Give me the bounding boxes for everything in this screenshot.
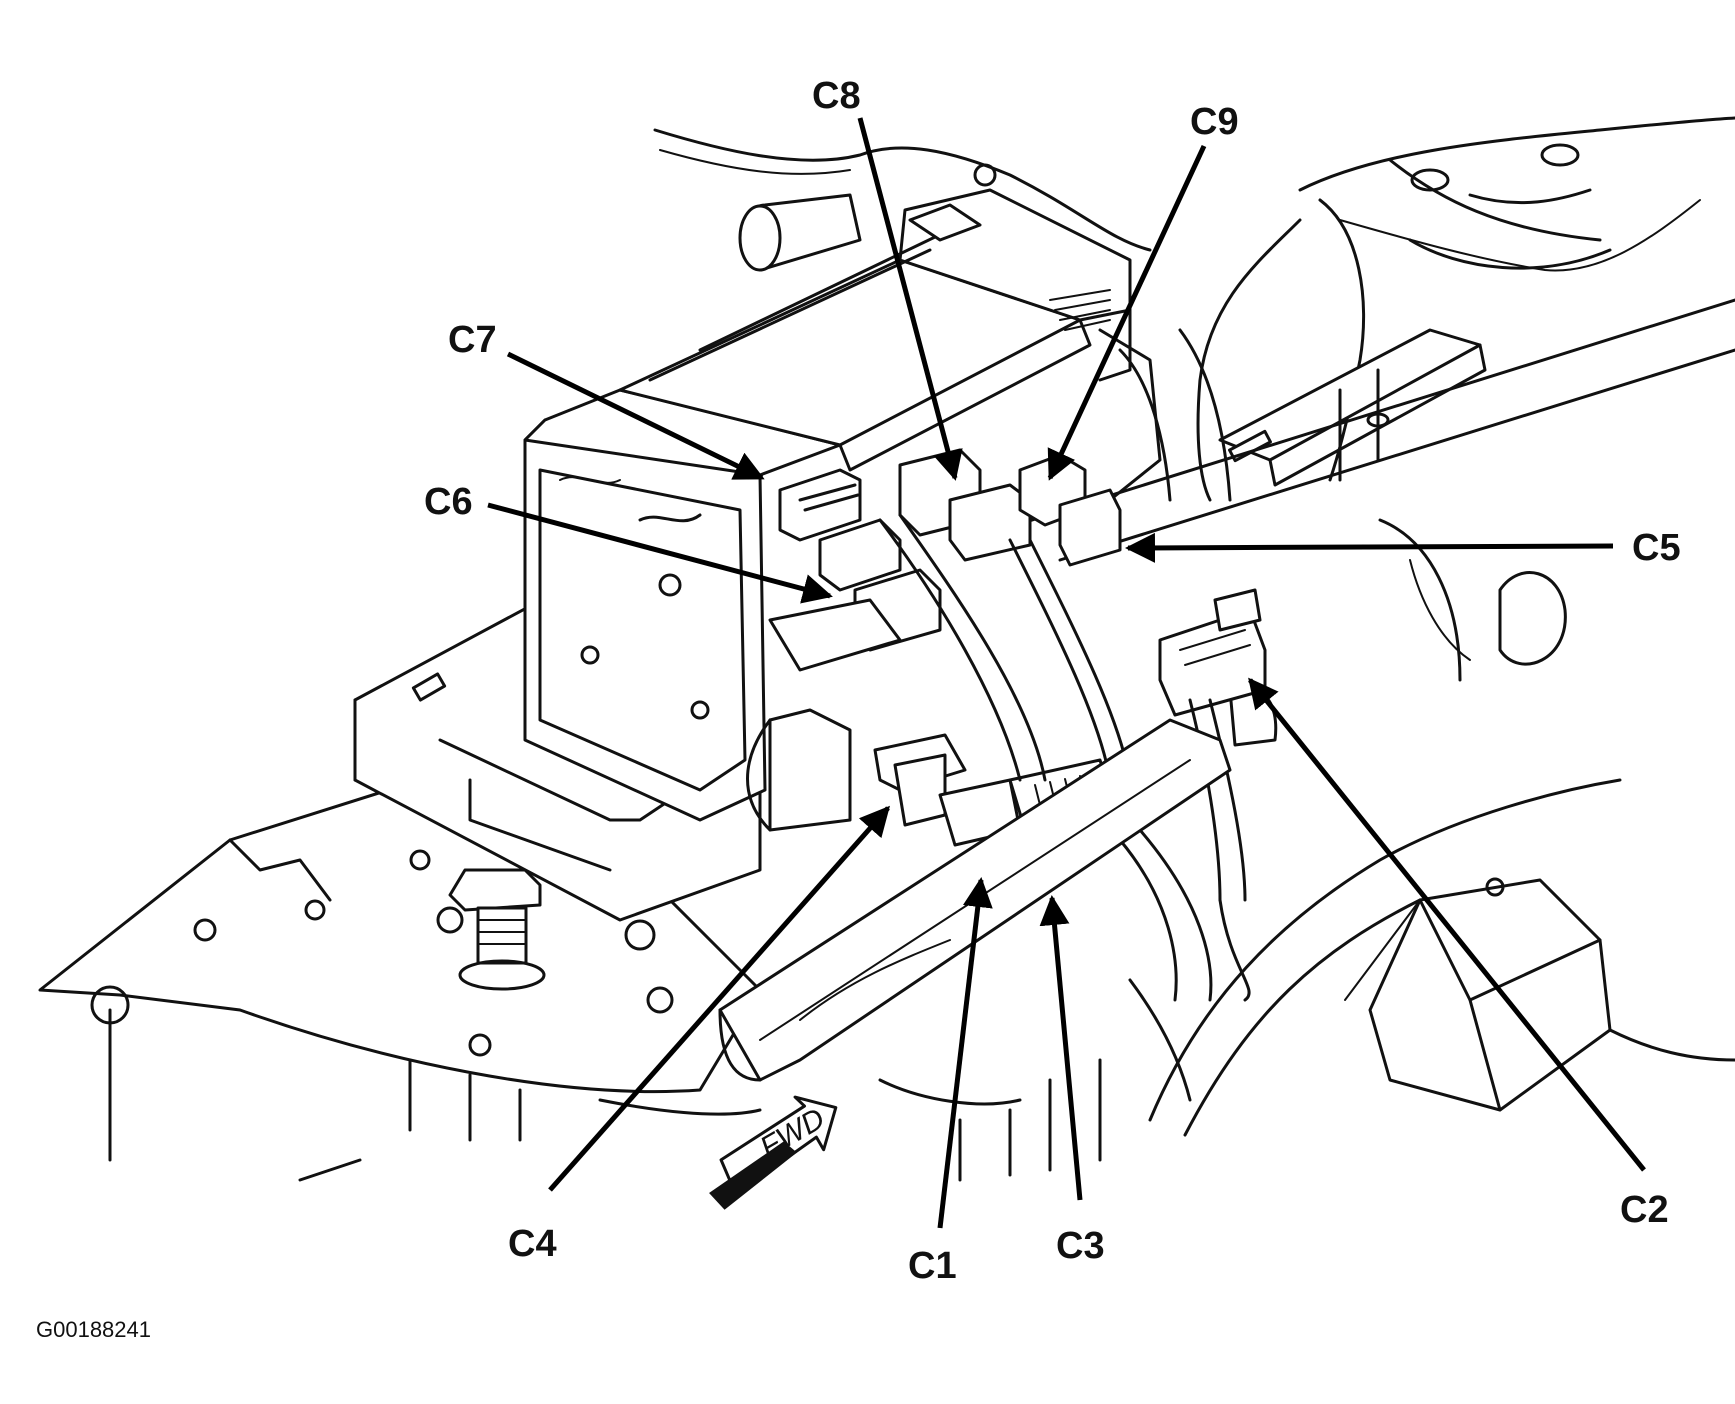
callout-c2: C2 (1620, 1189, 1669, 1231)
callout-c5: C5 (1632, 527, 1681, 569)
leader-c2 (1248, 677, 1646, 1172)
callout-c3: C3 (1056, 1225, 1105, 1267)
callout-c8: C8 (812, 75, 861, 117)
callout-c9: C9 (1190, 101, 1239, 143)
leader-c3 (1039, 895, 1083, 1201)
leader-c9 (1047, 144, 1207, 481)
leader-c1 (937, 877, 993, 1229)
leader-c5 (1125, 532, 1614, 563)
leader-c6 (487, 502, 833, 604)
fwd-arrow-icon: FWD (709, 1095, 838, 1210)
callout-c4: C4 (508, 1223, 557, 1265)
figure-id: G00188241 (36, 1317, 151, 1342)
callout-labels: C7 C8 C9 C6 C5 C4 C1 C3 C2 (424, 75, 1681, 1287)
leader-c8 (857, 117, 963, 481)
line-art (38, 116, 1735, 1182)
leader-c7 (506, 351, 765, 481)
callout-c7: C7 (448, 319, 497, 361)
callout-c6: C6 (424, 481, 473, 523)
callout-c1: C1 (908, 1245, 957, 1287)
leader-c4 (548, 805, 890, 1192)
callout-leaders (487, 117, 1646, 1229)
